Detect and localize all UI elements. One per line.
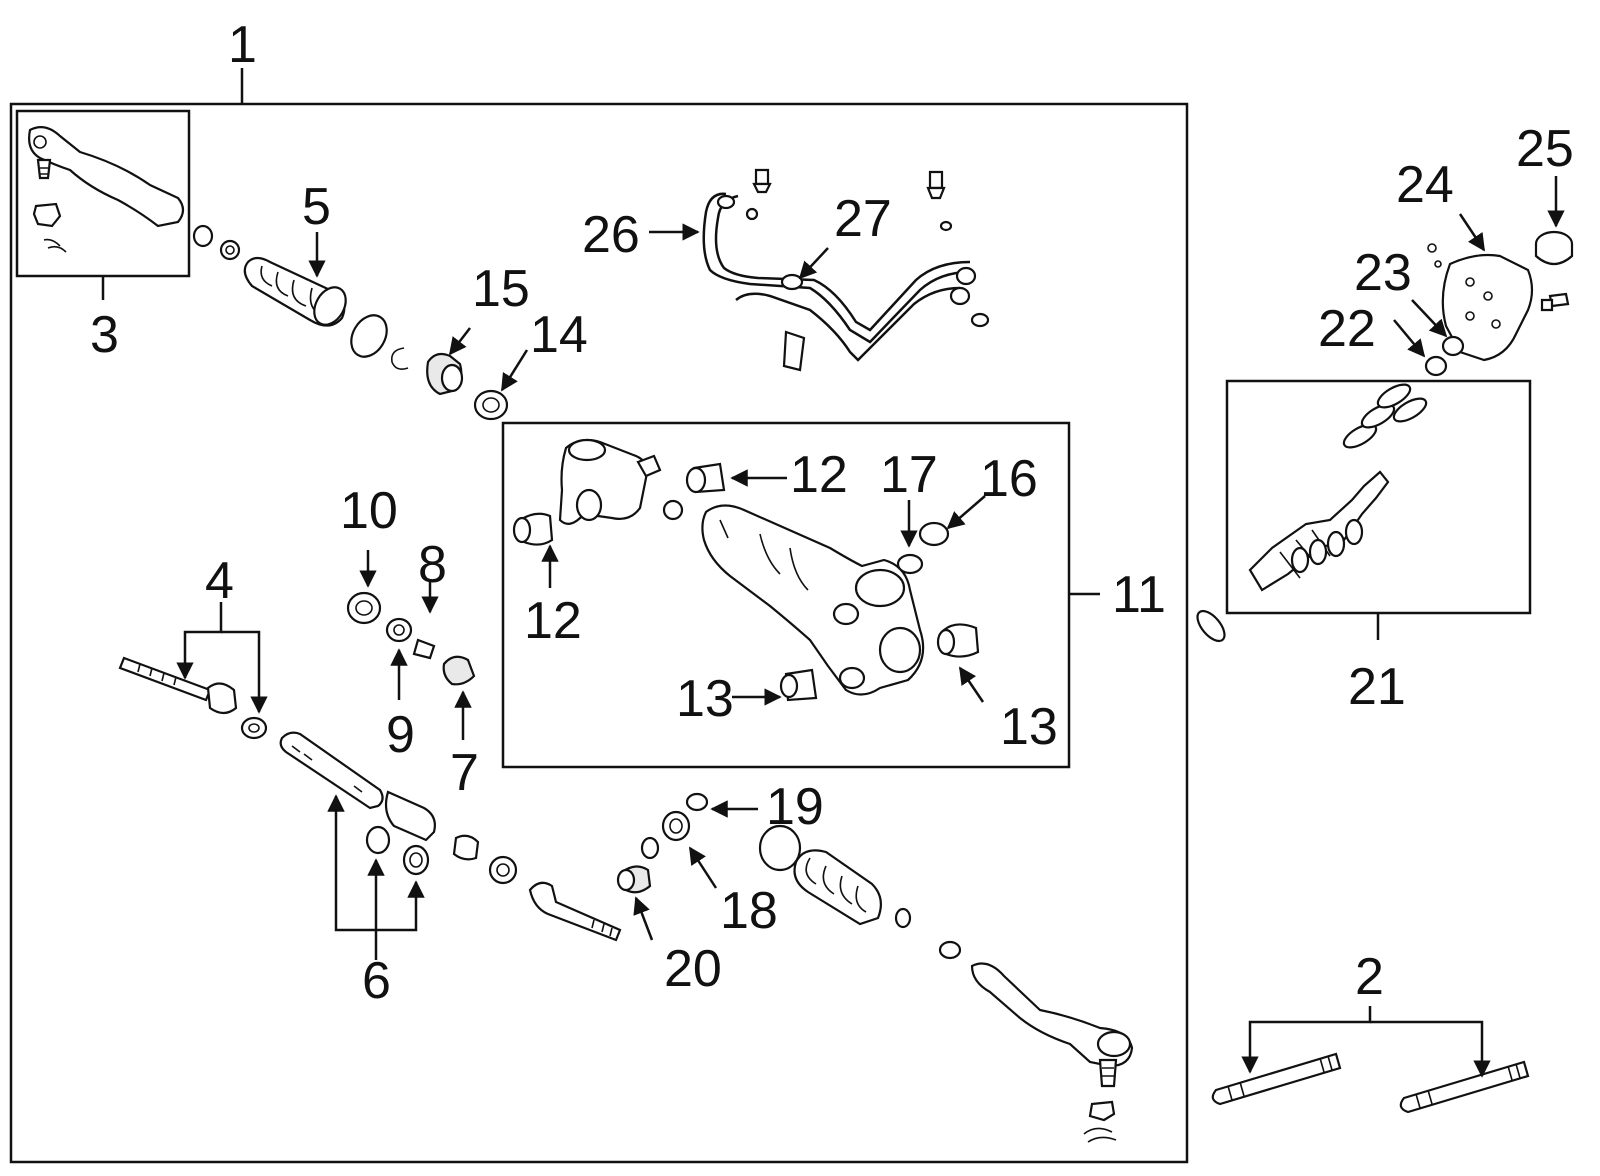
callout-25: 25 — [1516, 120, 1574, 178]
tie-rod-end-upper-part — [28, 125, 185, 253]
upper-small-parts — [192, 224, 241, 261]
callout-15: 15 — [472, 260, 530, 318]
c-clip — [390, 347, 409, 370]
callout-9: 9 — [386, 706, 415, 764]
leader-lines — [176, 176, 1565, 1078]
callout-4: 4 — [205, 552, 234, 610]
o-ring — [1196, 609, 1226, 643]
housing-small-parts — [512, 462, 980, 702]
callout-12-left: 12 — [524, 592, 582, 650]
callout-labels: 1 2 3 4 5 6 7 8 9 10 11 12 12 13 13 14 1… — [90, 16, 1574, 1010]
callout-18: 18 — [720, 882, 778, 940]
callout-6: 6 — [362, 952, 391, 1010]
callout-27: 27 — [834, 190, 892, 248]
callout-3: 3 — [90, 306, 119, 364]
hydraulic-tube-assembly — [702, 168, 990, 372]
yoke-small-parts — [346, 591, 476, 686]
rack-boot-upper — [243, 256, 347, 327]
main-assembly-frame — [9, 102, 1189, 1164]
callout-7: 7 — [450, 744, 479, 802]
snap-ring — [350, 314, 388, 358]
part-15-bushing — [426, 352, 464, 396]
callout-13-left: 13 — [676, 670, 734, 728]
pinion-valve-assembly — [1248, 383, 1428, 592]
callout-5: 5 — [302, 178, 331, 236]
callout-8: 8 — [418, 536, 447, 594]
callout-14: 14 — [530, 306, 588, 364]
callout-2: 2 — [1355, 948, 1384, 1006]
callout-10: 10 — [340, 482, 398, 540]
callout-22: 22 — [1318, 300, 1376, 358]
part-14-washer — [473, 389, 509, 421]
callout-11: 11 — [1112, 566, 1166, 624]
callout-26: 26 — [582, 206, 640, 264]
callout-16: 16 — [980, 450, 1038, 508]
callout-17: 17 — [880, 446, 938, 504]
mounting-studs — [1211, 1052, 1530, 1114]
lower-bushings — [616, 792, 802, 894]
callout-19: 19 — [766, 778, 824, 836]
tie-rod-end-lower — [938, 940, 1134, 1143]
rack-housing — [558, 438, 925, 696]
callout-13-right: 13 — [1000, 698, 1058, 756]
callout-20: 20 — [664, 940, 722, 998]
callout-12-top: 12 — [790, 446, 848, 504]
callout-1: 1 — [228, 16, 257, 74]
rack-bar-assembly — [118, 656, 622, 942]
callout-23: 23 — [1354, 244, 1412, 302]
valve-housing-parts — [1424, 230, 1574, 377]
callout-21: 21 — [1348, 658, 1406, 716]
callout-24: 24 — [1396, 156, 1454, 214]
rack-boot-lower — [793, 849, 912, 929]
